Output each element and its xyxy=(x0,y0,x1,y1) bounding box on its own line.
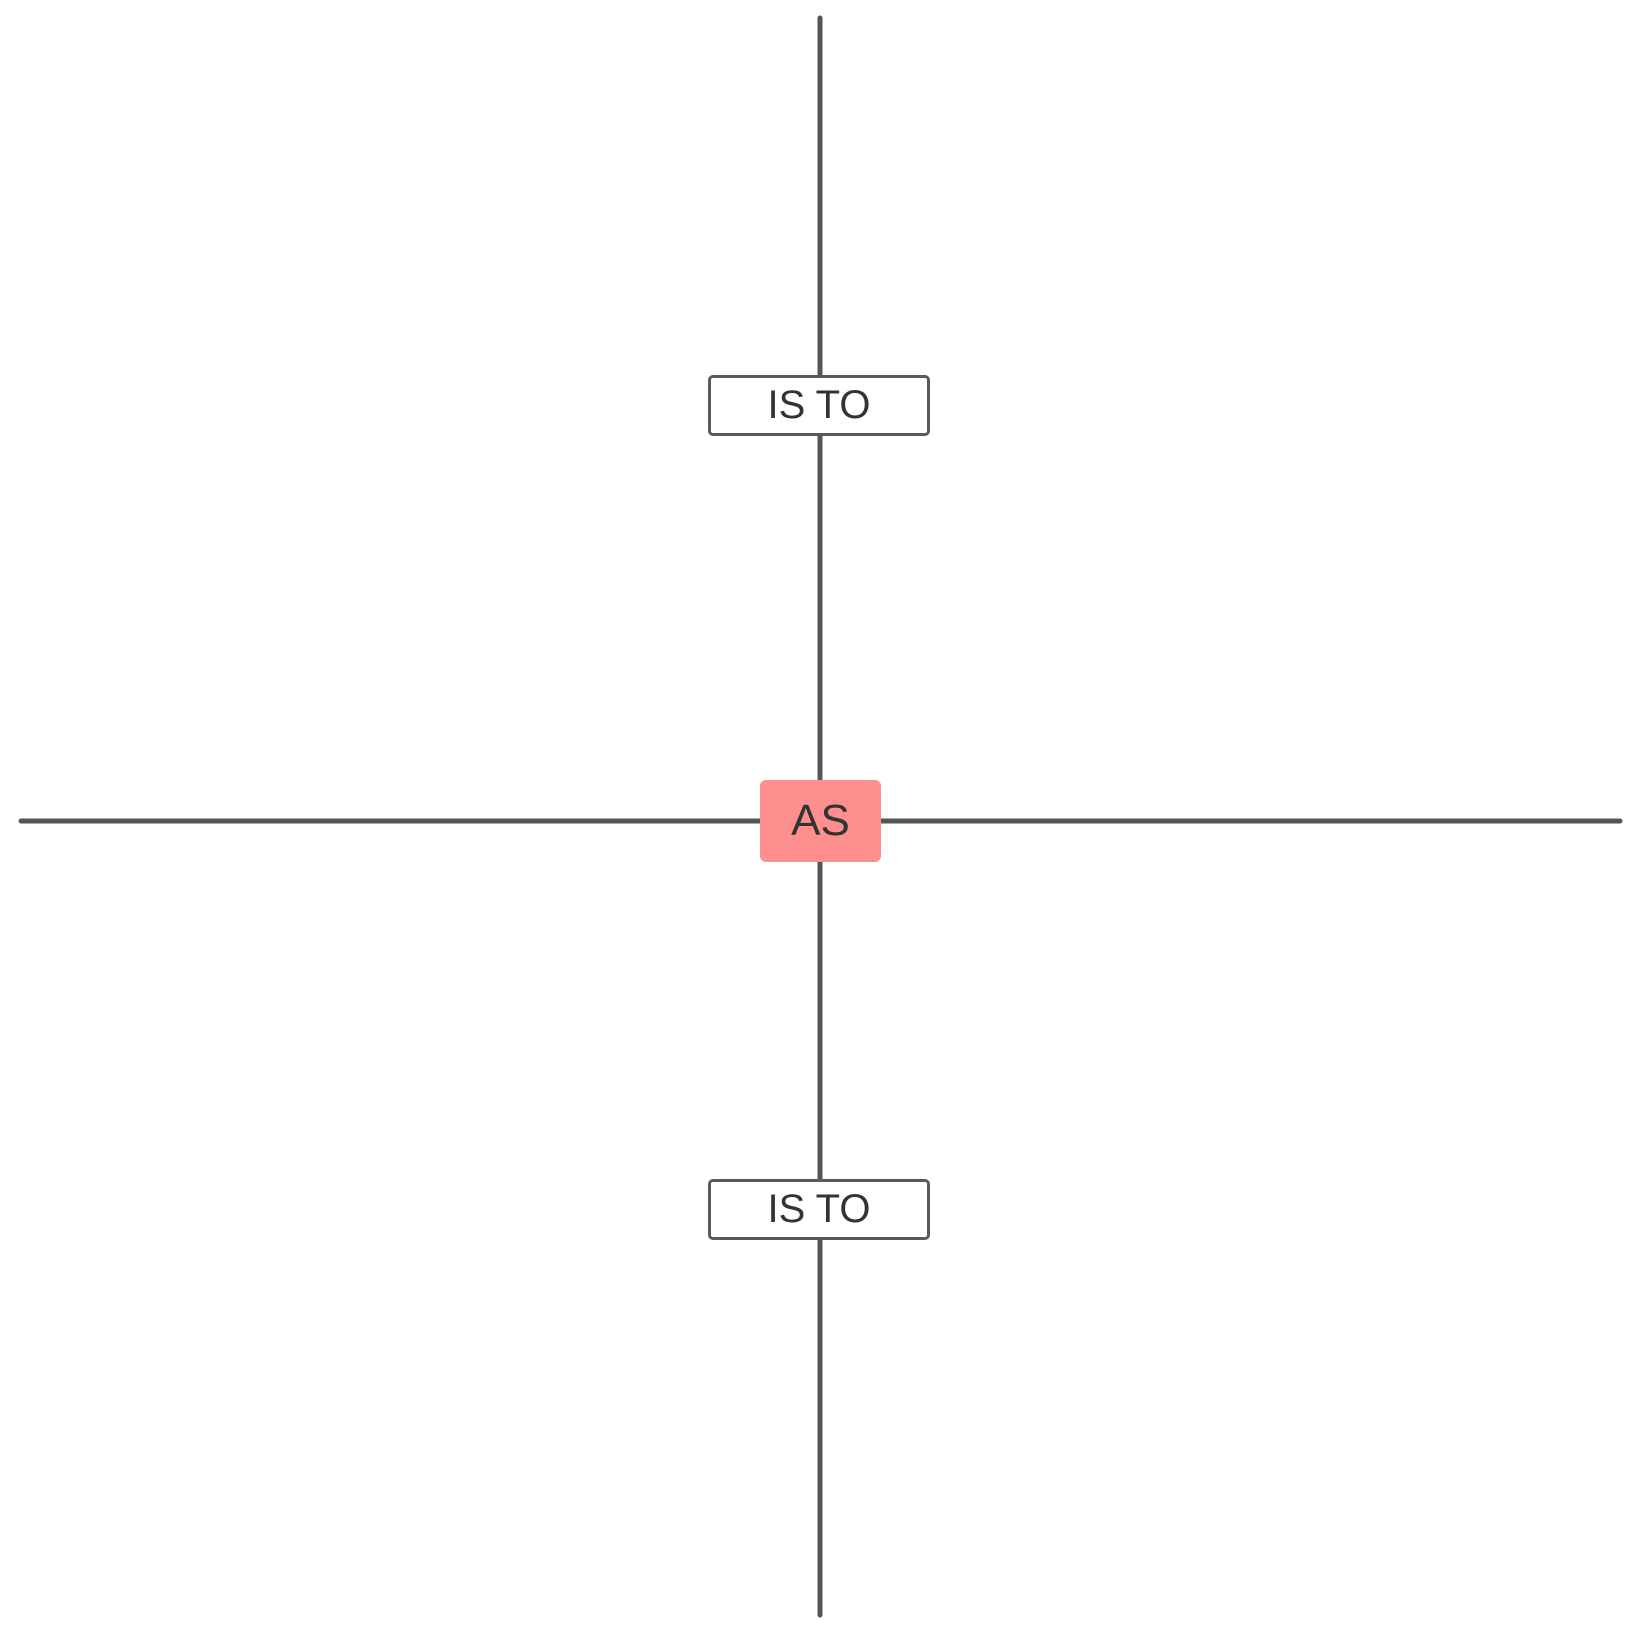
top-connector-box: IS TO xyxy=(708,375,930,436)
center-connector-box: AS xyxy=(760,780,881,862)
bottom-connector-box: IS TO xyxy=(708,1179,930,1240)
